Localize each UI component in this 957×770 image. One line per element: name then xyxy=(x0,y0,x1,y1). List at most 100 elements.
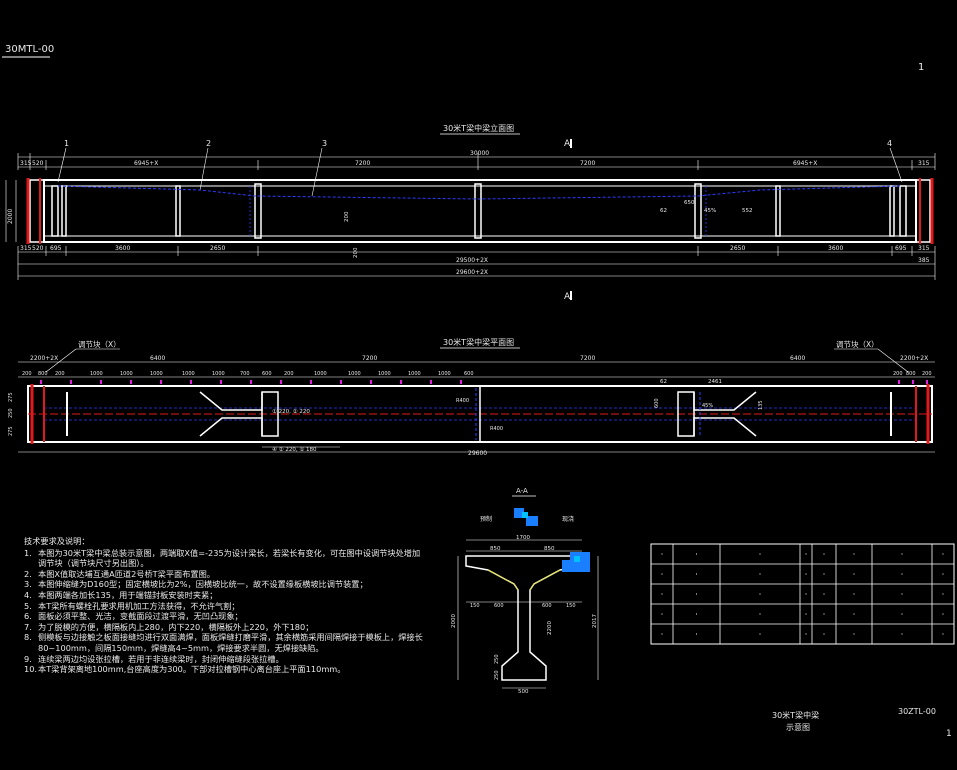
note-number: 4. xyxy=(24,589,32,600)
svg-text:45%: 45% xyxy=(702,403,713,409)
svg-text:520: 520 xyxy=(32,245,44,252)
svg-text:500: 500 xyxy=(518,689,529,695)
elev-height-dim: 2000 xyxy=(7,209,14,224)
table-cell-mark xyxy=(696,593,697,595)
callout-4: 4 xyxy=(887,139,892,148)
table-cell-mark xyxy=(901,593,903,595)
note-number: 7. xyxy=(24,621,32,632)
table-cell-mark xyxy=(823,633,825,635)
svg-text:2000: 2000 xyxy=(451,614,457,628)
table-cell-mark xyxy=(823,613,825,615)
svg-text:1000: 1000 xyxy=(314,371,327,377)
svg-text:600: 600 xyxy=(654,398,660,408)
notes-list: 1. 本图为30米T梁中梁总装示意图，两端取X值=-235为设计梁长，若梁长有变化… xyxy=(24,548,424,675)
svg-text:200: 200 xyxy=(344,211,350,222)
svg-text:650: 650 xyxy=(684,200,695,206)
note-text: 本图为30米T梁中梁总装示意图，两端取X值=-235为设计梁长，若梁长有变化，可… xyxy=(38,547,421,569)
callout-3: 3 xyxy=(322,139,327,148)
svg-text:1000: 1000 xyxy=(348,371,361,377)
table-cell-mark xyxy=(759,593,761,595)
technical-notes: 技术要求及说明： 1. 本图为30米T梁中梁总装示意图，两端取X值=-235为设计… xyxy=(24,536,424,675)
note-item: 3.本图伸缩缝为D160型；固定横坡比为2%，因横坡比统一，故不设置缘板横坡比调… xyxy=(24,579,424,590)
svg-text:6945+X: 6945+X xyxy=(134,160,158,167)
note-item: 7.为了脱模的方便，横隔板内上280，内下220，横隔板外上220，外下180； xyxy=(24,622,424,633)
svg-text:275: 275 xyxy=(8,426,14,436)
t-section-outline xyxy=(465,555,583,681)
plan-title: 30米T梁中梁平面图 xyxy=(443,337,514,347)
svg-text:315: 315 xyxy=(20,245,32,252)
end-block-left xyxy=(29,179,45,243)
section-right-label: 现浇 xyxy=(562,515,574,523)
callout-1: 1 xyxy=(64,139,69,148)
svg-text:6400: 6400 xyxy=(150,355,165,362)
note-number: 2. xyxy=(24,568,32,579)
svg-text:2200+2X: 2200+2X xyxy=(30,355,58,362)
svg-text:695: 695 xyxy=(50,245,62,252)
svg-text:700: 700 xyxy=(240,371,250,377)
notes-heading: 技术要求及说明： xyxy=(24,536,90,546)
svg-text:7200: 7200 xyxy=(362,355,377,362)
svg-text:695: 695 xyxy=(895,245,907,252)
note-number: 8. xyxy=(24,632,32,643)
svg-text:385: 385 xyxy=(918,257,930,264)
svg-text:1000: 1000 xyxy=(150,371,163,377)
table-cell-mark xyxy=(696,613,697,615)
web-taper xyxy=(199,391,757,437)
adjust-block-label-left: 调节块（X） xyxy=(78,339,121,349)
bolt-markers xyxy=(40,380,928,384)
note-item: 8.侧模板与边接触之板面接缝均进行双面满焊，面板焊缝打磨平滑，其余横筋采用间隔焊… xyxy=(24,632,424,653)
svg-text:552: 552 xyxy=(742,208,753,214)
note-number: 1. xyxy=(24,547,32,558)
bolt-marker xyxy=(926,380,928,384)
section-a-a: A-A 预制 现浇 1700 850 850 150 600 600 150 2… xyxy=(451,487,599,695)
bolt-marker xyxy=(100,380,102,384)
table-cell-mark xyxy=(696,553,697,555)
svg-text:200: 200 xyxy=(284,371,294,377)
svg-text:7200: 7200 xyxy=(580,160,595,167)
bolt-marker xyxy=(130,380,132,384)
bolt-marker xyxy=(370,380,372,384)
parts-table xyxy=(650,543,955,645)
svg-text:2650: 2650 xyxy=(730,245,745,252)
adjust-block-label-right: 调节块（X） xyxy=(836,339,879,349)
svg-text:800: 800 xyxy=(38,371,48,377)
table-cell-mark xyxy=(942,613,944,615)
table-cell-mark xyxy=(805,573,807,575)
elevation-title: 30米T梁中梁立面图 xyxy=(443,123,514,133)
svg-text:200: 200 xyxy=(22,371,32,377)
note-number: 10. xyxy=(24,664,38,675)
note-number: 6. xyxy=(24,611,32,622)
table-cell-mark xyxy=(696,573,697,575)
elevation-view: 30米T梁中梁立面图 A A 1 2 3 4 30000 315 520 694… xyxy=(5,123,936,302)
svg-text:600: 600 xyxy=(262,371,272,377)
title-line-2: 示意图 xyxy=(786,722,810,732)
table-cell-mark xyxy=(661,613,663,615)
svg-text:1000: 1000 xyxy=(182,371,195,377)
bolt-marker xyxy=(70,380,72,384)
table-cell-mark xyxy=(942,633,944,635)
svg-text:3600: 3600 xyxy=(828,245,843,252)
elev-dim-overall: 30000 xyxy=(470,150,489,157)
bolt-marker xyxy=(310,380,312,384)
bolt-marker xyxy=(190,380,192,384)
plan-view: 30米T梁中梁平面图 调节块（X） 调节块（X） 2200+2X 6400 72… xyxy=(8,337,935,457)
table-cell-mark xyxy=(661,553,663,555)
svg-text:7200: 7200 xyxy=(355,160,370,167)
svg-text:135: 135 xyxy=(758,400,764,410)
table-cell-mark xyxy=(823,593,825,595)
svg-text:7200: 7200 xyxy=(580,355,595,362)
table-cell-mark xyxy=(901,573,903,575)
svg-text:200: 200 xyxy=(922,371,932,377)
table-cell-mark xyxy=(942,553,944,555)
svg-text:1000: 1000 xyxy=(378,371,391,377)
sheet-number-bottom: 1 xyxy=(946,729,952,739)
note-text: 连续梁两边均设张拉槽，若用于非连续梁时，封闭伸缩缝段张拉槽。 xyxy=(38,653,284,664)
note-text: 本图X值取达埔互通A匝道2号桥T梁平面布置图。 xyxy=(38,568,215,579)
drawing-code-top: 30MTL-00 xyxy=(5,44,54,55)
bolt-marker xyxy=(898,380,900,384)
plan-dim-total: 29600 xyxy=(468,450,487,457)
svg-text:6400: 6400 xyxy=(790,355,805,362)
note-number: 9. xyxy=(24,653,32,664)
section-left-label: 预制 xyxy=(480,515,492,523)
